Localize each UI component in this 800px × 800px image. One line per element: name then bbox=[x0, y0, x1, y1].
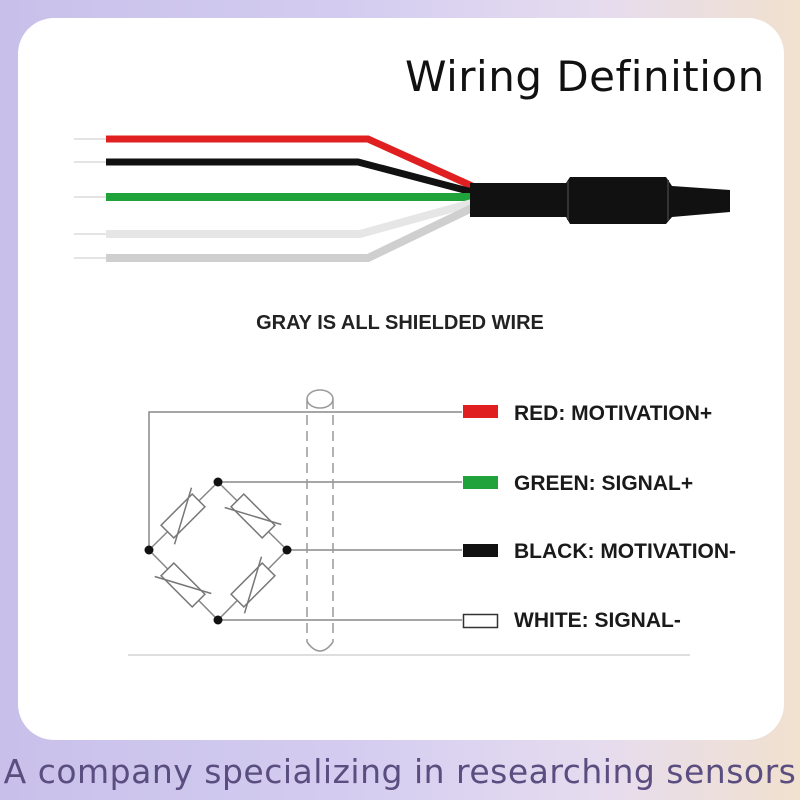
white-wire bbox=[106, 199, 474, 238]
green-swatch bbox=[463, 476, 498, 489]
resistor-1 bbox=[160, 487, 206, 545]
page-title: Wiring Definition bbox=[405, 52, 765, 101]
white-swatch bbox=[462, 613, 499, 629]
cable-jacket bbox=[470, 177, 730, 224]
legend-label-black: BLACK: MOTIVATION- bbox=[514, 540, 737, 563]
junction-nodes bbox=[144, 477, 292, 625]
black-swatch bbox=[463, 544, 498, 557]
resistor-3 bbox=[154, 562, 212, 608]
black-wire bbox=[106, 158, 473, 196]
legend-label-red: RED: MOTIVATION+ bbox=[514, 402, 713, 425]
red-wire bbox=[106, 135, 474, 190]
resistor-2 bbox=[224, 493, 282, 539]
shield-wire bbox=[106, 204, 474, 262]
footer-tagline: A company specializing in researching se… bbox=[3, 752, 797, 791]
legend-label-white: WHITE: SIGNAL- bbox=[514, 609, 681, 632]
shield-symbol bbox=[306, 389, 334, 652]
legend-label-green: GREEN: SIGNAL+ bbox=[514, 472, 694, 495]
red-swatch bbox=[463, 405, 498, 418]
lead-red bbox=[148, 411, 462, 550]
resistor-4 bbox=[230, 556, 276, 614]
resistors bbox=[154, 487, 282, 614]
bridge-diamond bbox=[147, 481, 289, 622]
shield-note: GRAY IS ALL SHIELDED WIRE bbox=[256, 312, 544, 334]
